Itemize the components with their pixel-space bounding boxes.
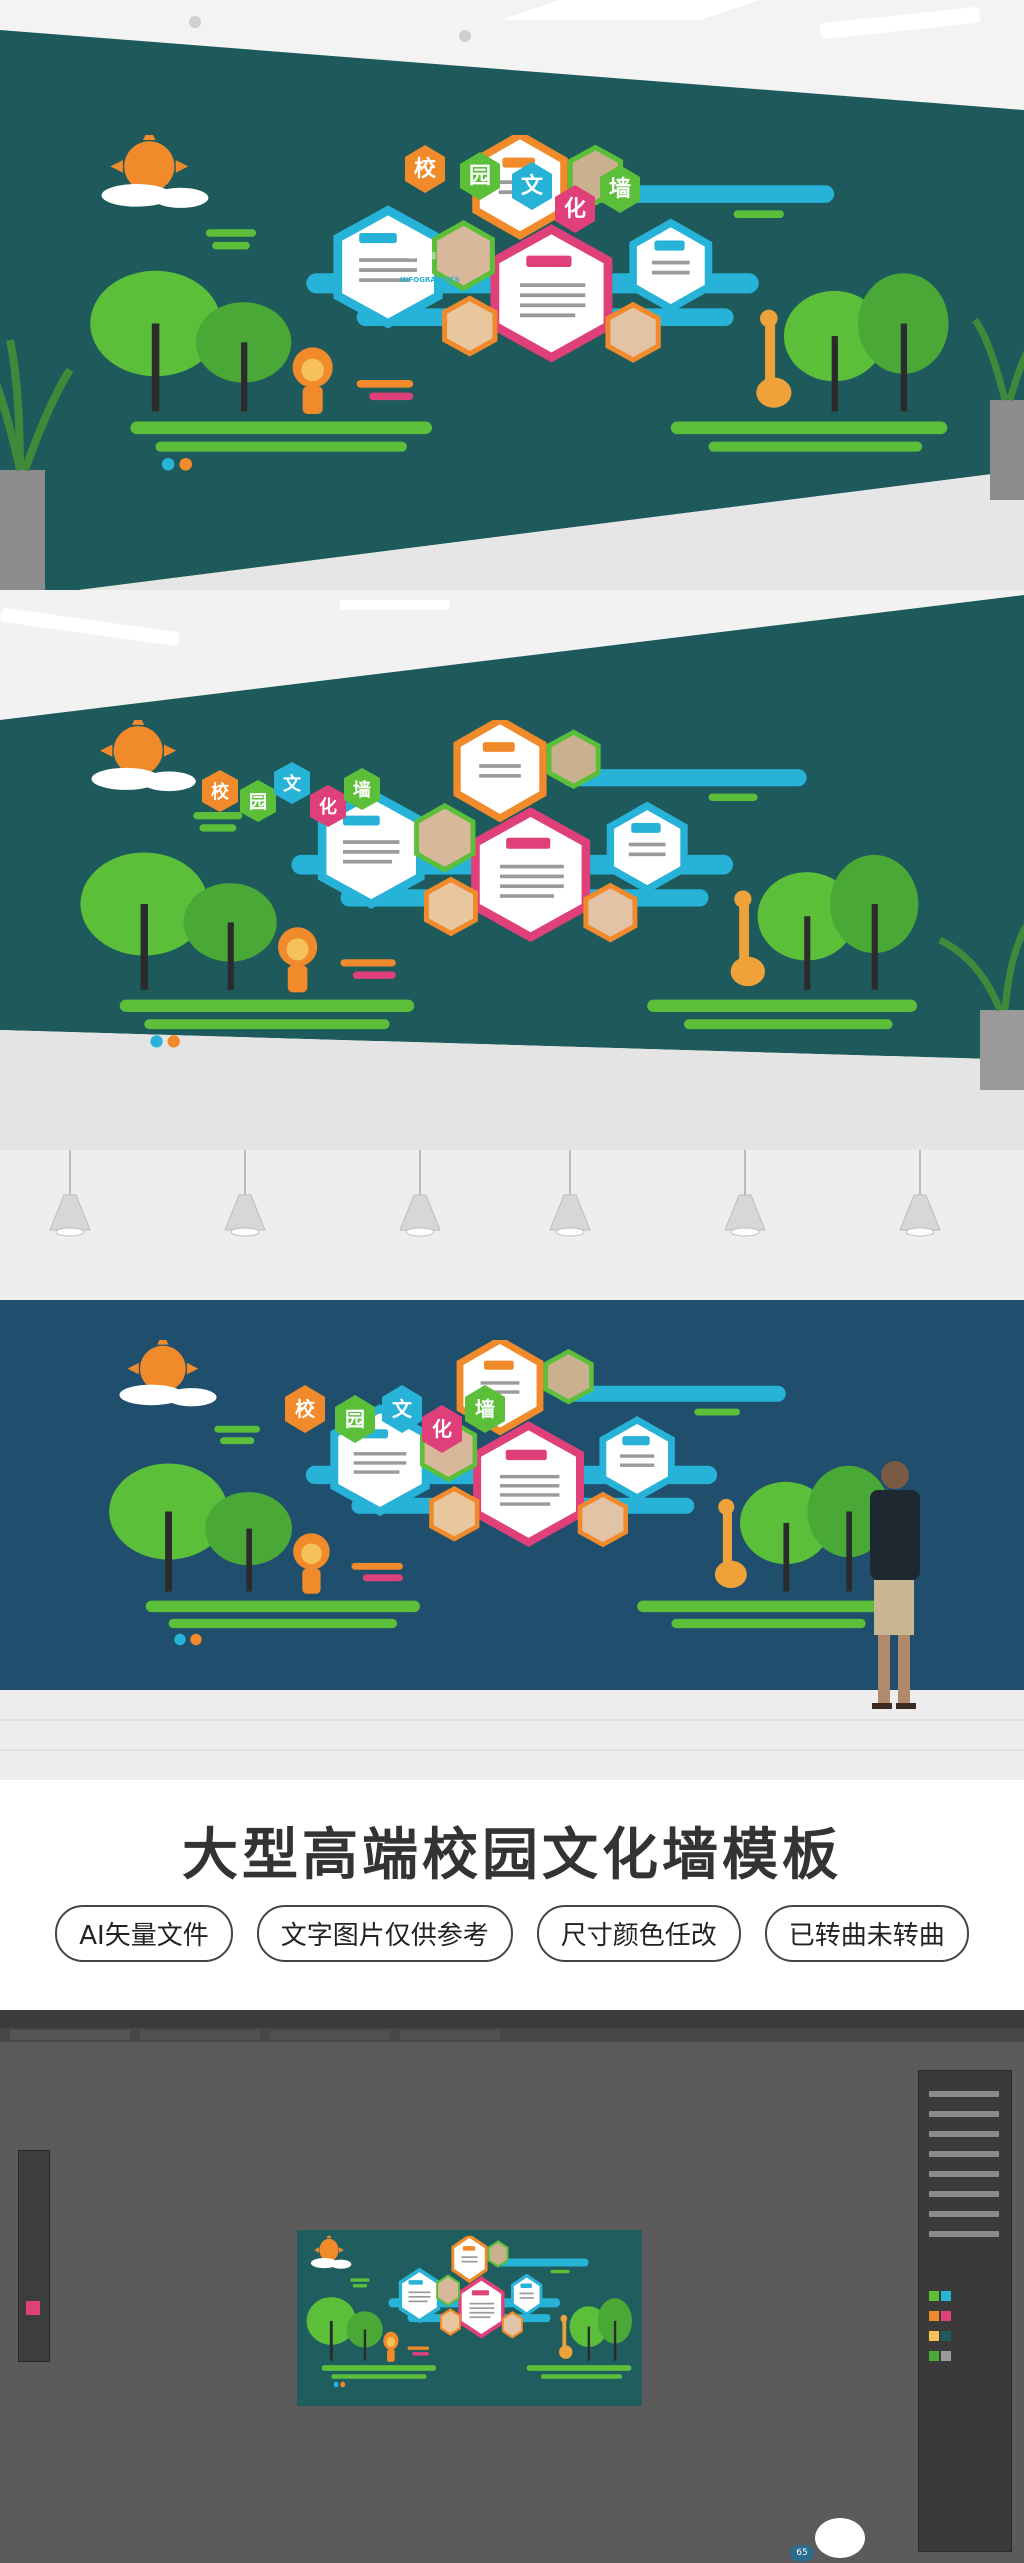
fill-color-swatch [26,2301,40,2315]
watermark-avatar [815,2518,865,2558]
wall-title-char: 墙 [353,779,371,801]
wall-title-hexes: 校 园 文 化 墙 [405,145,640,233]
zoom-badge: 65 [790,2545,814,2561]
editor-toolbox [18,2150,50,2362]
editor-artboard [297,2230,642,2406]
mockup-scene-gallery: 校 园 文 化 墙 [0,1150,1024,1780]
wall-title-hexes: 校 园 文 化 墙 [285,1385,505,1453]
wall-title-hexes: 校 园 文 化 墙 [202,762,380,827]
editor-tabs [0,2028,1024,2042]
editor-menubar [0,2010,1024,2028]
wall-title-char: 文 [392,1397,413,1421]
editor-screenshot: 65 [0,2010,1024,2563]
pendant-lamps [49,1150,941,1237]
promo-title-band: 大型高端校园文化墙模板 AI矢量文件 文字图片仅供参考 尺寸颜色任改 已转曲未转… [0,1780,1024,2010]
wall-title-char: 墙 [475,1397,495,1421]
wall-title-char: 园 [345,1407,365,1431]
wall-title-char: 文 [521,173,544,199]
plant-left [0,339,74,590]
plant-right [972,317,1024,500]
wall-title-char: 校 [414,156,437,182]
wall-title-char: 化 [564,196,586,222]
feature-pill: 尺寸颜色任改 [536,1905,741,1962]
wall-title-char: 园 [249,792,267,813]
feature-pill: 已转曲未转曲 [764,1905,969,1962]
wall-title-char: 校 [295,1397,316,1421]
wall-title-char: 校 [211,781,230,803]
feature-pills: AI矢量文件 文字图片仅供参考 尺寸颜色任改 已转曲未转曲 [0,1905,1024,1962]
wall-title-char: 园 [469,164,491,189]
wall-title-char: 化 [432,1417,452,1441]
feature-pill: AI矢量文件 [55,1905,233,1962]
wall-title-char: 墙 [609,177,631,202]
mockup-scene-angled: 校 园 文 化 墙 [0,590,1024,1150]
feature-pill: 文字图片仅供参考 [256,1905,513,1962]
wall-title-char: 化 [319,796,337,818]
editor-swatches-panel [918,2070,1012,2552]
plant-right [938,923,1024,1090]
mockup-scene-corridor: 校 园 文 化 墙 输入标题 INFOGRAPHICS [0,0,1024,590]
panel-heading: INFOGRAPHICS [400,276,460,284]
wall-title-char: 文 [283,773,302,795]
panel-tag: 输入标题 [408,251,436,260]
headline: 大型高端校园文化墙模板 [182,1823,842,1888]
person-figure [870,1461,920,1709]
